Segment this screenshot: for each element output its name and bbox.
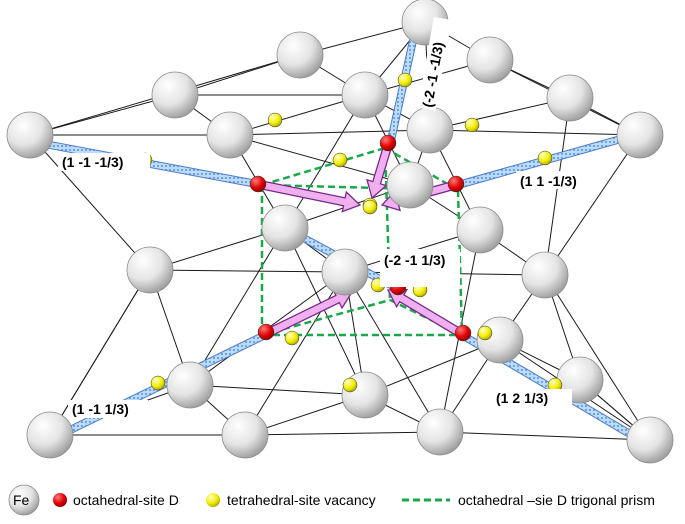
- lattice-bond: [244, 431, 441, 436]
- lattice-bond: [544, 274, 651, 441]
- jump-arrow: [366, 143, 393, 200]
- fe-atom: [546, 74, 594, 122]
- tetrahedral-vacancy-dot: [342, 377, 358, 393]
- legend-fe-sphere-icon: [8, 484, 40, 516]
- label-bg: [58, 153, 150, 171]
- octahedral-site-dot: [257, 323, 275, 341]
- tetrahedral-vacancy-dot: [397, 72, 413, 88]
- fe-atom: [206, 111, 254, 159]
- legend-prism-label: octahedral –sie D trigonal prism: [458, 492, 655, 508]
- octahedral-site-dot: [249, 175, 267, 193]
- octahedral-site-dot: [447, 175, 465, 193]
- direction-labels: (1 -1 -1/3) (1 1 -1/3) (-2 -1 -1/3) (-2 …: [58, 16, 594, 418]
- lattice-bond: [229, 94, 366, 136]
- tetrahedral-vacancy-dot: [150, 375, 166, 391]
- direction-label-top: (-2 -1 -1/3): [419, 41, 446, 109]
- legend-fe-label: Fe: [13, 492, 30, 508]
- lattice-bond: [189, 227, 286, 386]
- jump-arrow: [260, 180, 362, 213]
- label-bg: [68, 400, 148, 418]
- fe-atom: [416, 408, 464, 456]
- tetrahedral-vacancy-dot: [362, 199, 378, 215]
- lattice-bond: [284, 227, 366, 396]
- octahedral-site-dot: [379, 134, 397, 152]
- fe-atom: [456, 206, 504, 254]
- path-tube: [47, 142, 265, 188]
- fe-atom: [26, 411, 74, 459]
- tetrahedral-vacancy-dot: [284, 330, 300, 346]
- fe-atom: [386, 161, 434, 209]
- fe-atom: [166, 361, 214, 409]
- direction-label-upper-left: (1 -1 -1/3): [62, 154, 123, 170]
- fe-atom: [6, 111, 54, 159]
- fe-atom: [321, 248, 369, 296]
- back-atoms: [6, 0, 674, 464]
- lattice-bond: [429, 129, 641, 136]
- legend-octahedral-label: octahedral-site D: [73, 492, 179, 508]
- label-bg: [380, 249, 460, 287]
- legend: Fe octahedral-site D tetrahedral-site va…: [8, 484, 655, 516]
- lattice-bond: [429, 97, 571, 131]
- legend-octahedral-dot-icon: [53, 493, 67, 507]
- lattice-bond: [229, 129, 431, 136]
- fe-atom: [466, 36, 514, 84]
- fe-atom: [616, 111, 664, 159]
- lattice-bond: [49, 269, 151, 436]
- direction-label-lower-left: (1 -1 1/3): [72, 401, 129, 417]
- fe-atom: [276, 31, 324, 79]
- fe-atom: [126, 246, 174, 294]
- fe-atom: [626, 416, 674, 464]
- direction-label-upper-right: (1 1 -1/3): [520, 173, 577, 189]
- lattice-bond: [29, 134, 151, 271]
- lattice-bond: [149, 269, 346, 273]
- tetrahedral-vacancy-dot: [267, 112, 283, 128]
- legend-tetrahedral-label: tetrahedral-site vacancy: [227, 492, 376, 508]
- lattice-bond: [344, 271, 441, 433]
- tetrahedral-vacancy-dot: [477, 325, 493, 341]
- front-atoms: [249, 134, 472, 342]
- lattice-bond: [439, 431, 651, 441]
- legend-tetrahedral-dot-icon: [206, 493, 220, 507]
- tetrahedral-vacancy-dot: [464, 117, 480, 133]
- jump-arrow: [386, 288, 463, 338]
- label-bg: [417, 16, 452, 111]
- octahedral-site-dot: [454, 324, 472, 342]
- fe-atom: [521, 251, 569, 299]
- fe-atom: [341, 71, 389, 119]
- fe-atom: [261, 204, 309, 252]
- lattice-bond: [364, 339, 501, 396]
- lattice-bond: [29, 94, 176, 136]
- label-bg: [516, 171, 594, 189]
- lattice-bond: [544, 134, 641, 276]
- tetrahedral-vacancy-dot: [537, 150, 553, 166]
- tetrahedral-vacancy-dot: [332, 152, 348, 168]
- fe-atom: [151, 71, 199, 119]
- label-bg: [492, 389, 572, 407]
- fe-atom: [406, 106, 454, 154]
- fe-atom: [221, 411, 269, 459]
- lattice-bond: [189, 384, 366, 396]
- direction-label-lower-right: (1 2 1/3): [496, 390, 548, 406]
- lattice-bond: [244, 271, 346, 436]
- jump-arrows: [260, 143, 463, 338]
- direction-label-center: (-2 -1 1/3): [384, 252, 445, 268]
